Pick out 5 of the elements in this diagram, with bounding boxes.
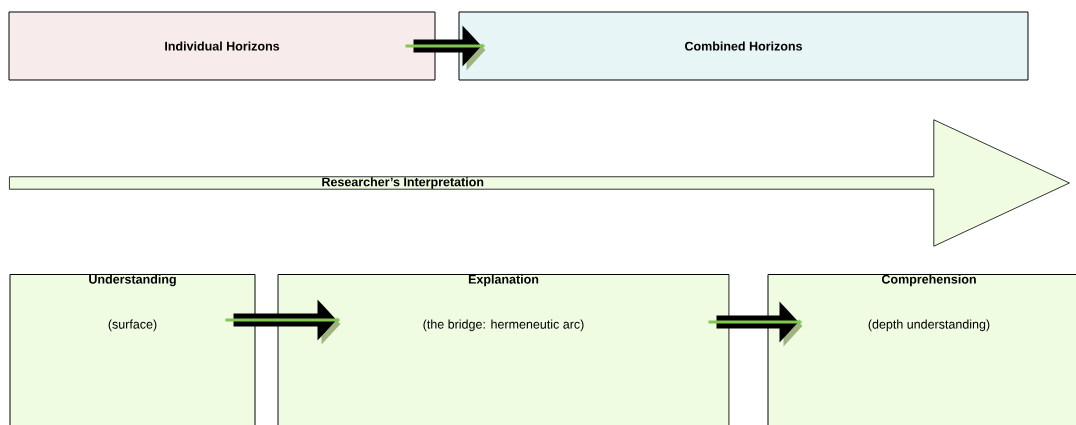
horizon-box: Combined Horizons [458,11,1029,81]
stage-box: Comprehension (depth understanding) [767,274,1076,425]
stage-box: Understanding (surface) [9,274,256,425]
stage-box: Explanation (the bridge: hermeneutic arc) [277,274,730,425]
horizon-box: Individual Horizons [8,11,436,81]
